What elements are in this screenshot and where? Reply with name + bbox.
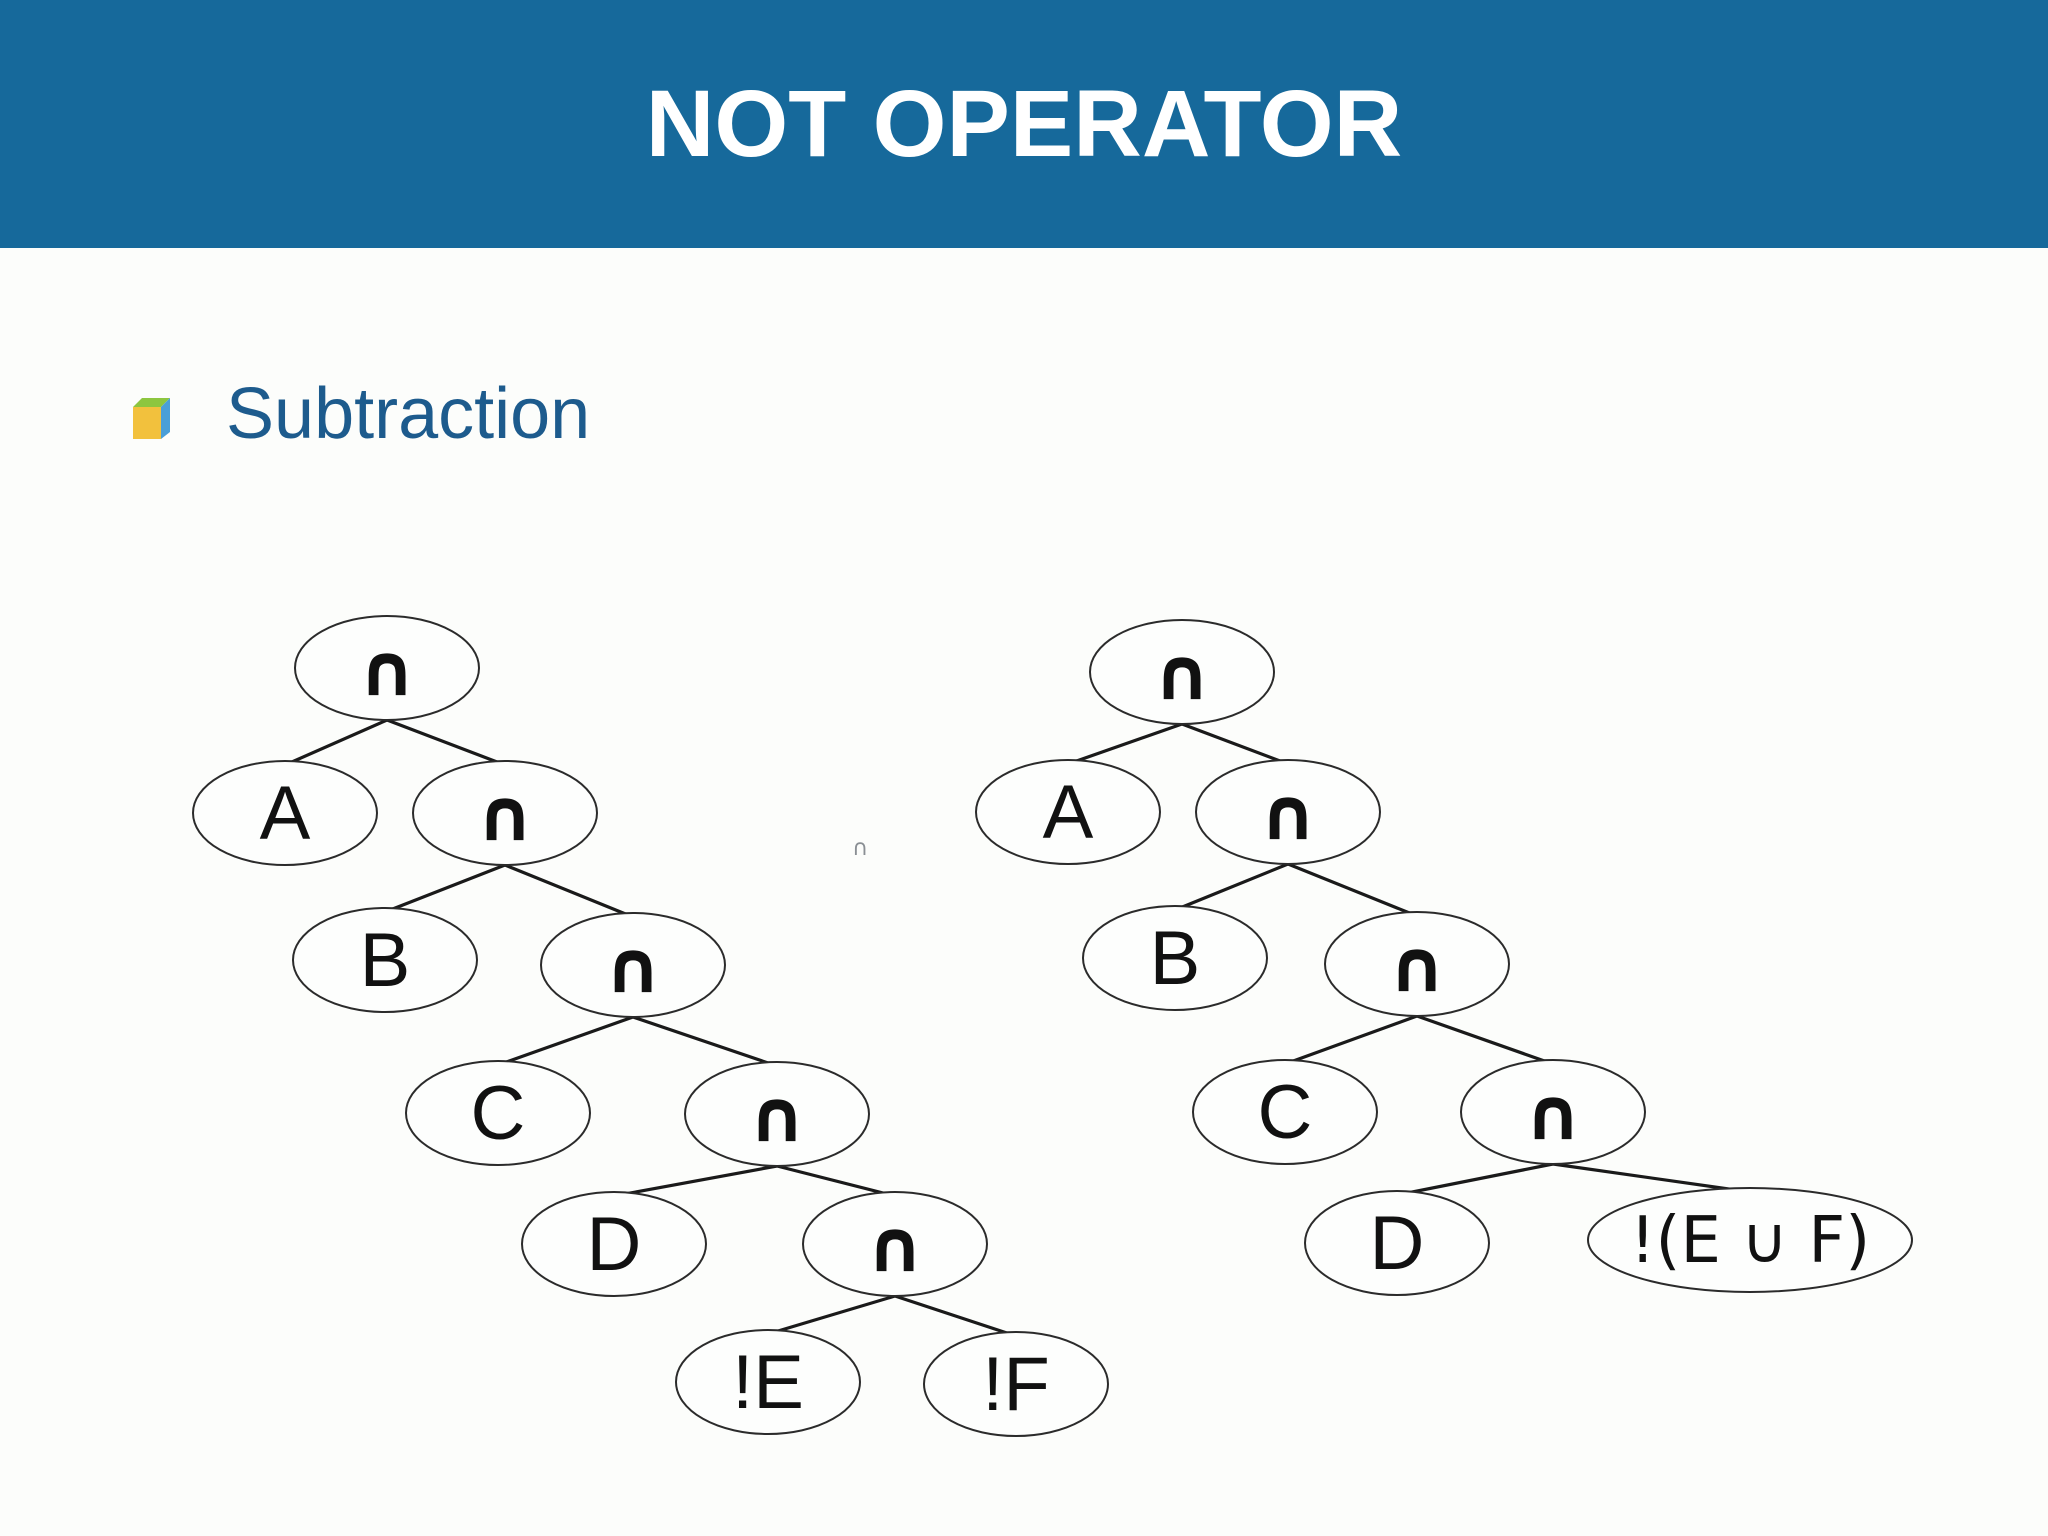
bullet-label: Subtraction — [226, 374, 591, 454]
tree-node-label: C — [1258, 1070, 1313, 1155]
tree-node-label: A — [260, 771, 311, 856]
tree-node — [1082, 905, 1268, 1011]
tree-node-label: B — [360, 918, 411, 1003]
tree-node-label: !(E ∪ F) — [1630, 1204, 1870, 1278]
tree-edge — [504, 863, 634, 919]
tree-node — [1089, 619, 1275, 725]
tree-node-label: A — [1043, 770, 1094, 855]
tree-node — [294, 615, 480, 721]
tree-edge — [384, 863, 506, 914]
tree-edge — [386, 718, 506, 767]
tree-node — [412, 760, 598, 866]
tree-node — [1460, 1059, 1646, 1165]
tree-node-label: ∩ — [1153, 632, 1211, 716]
tree-edge — [894, 1294, 1017, 1338]
tree-edge — [1396, 1162, 1554, 1197]
tree-node — [923, 1331, 1109, 1437]
tree-node — [1192, 1059, 1378, 1165]
tree-node-label: D — [587, 1202, 642, 1287]
tree-node-label: ∩ — [358, 628, 416, 712]
tree-node-label: ∩ — [476, 773, 534, 857]
tree-node — [1587, 1187, 1913, 1293]
tree-node-label: !E — [732, 1340, 804, 1425]
slide-title: NOT OPERATOR — [645, 70, 1403, 177]
tree-node-label: ∩ — [1524, 1072, 1582, 1156]
tree-node-label: D — [1370, 1201, 1425, 1286]
tree-edge — [1067, 722, 1183, 766]
tree-edge — [1284, 1014, 1418, 1066]
tree-node — [675, 1329, 861, 1435]
tree-node-label: ∩ — [1259, 772, 1317, 856]
tree-edge — [776, 1164, 896, 1198]
tree-node — [192, 760, 378, 866]
tree-node — [975, 759, 1161, 865]
tree-node-label: C — [471, 1071, 526, 1156]
title-banner: NOT OPERATOR — [0, 0, 2048, 248]
tree-edge — [613, 1164, 778, 1198]
tree-node — [1304, 1190, 1490, 1296]
tree-edge — [284, 718, 388, 767]
tree-node — [540, 912, 726, 1018]
tree-node-label: ∩ — [604, 925, 662, 1009]
tree-node-label: ∩ — [866, 1204, 924, 1288]
subtraction-tree-with-grouped-not: ∩ A ∩ B ∩ C ∩ D !(E ∪ F) — [975, 619, 1913, 1296]
tree-edge — [497, 1015, 634, 1067]
tree-edge — [632, 1015, 778, 1068]
tree-node — [292, 907, 478, 1013]
subtraction-tree-with-not-leaves: ∩ A ∩ B ∩ C ∩ D ∩ !E !F — [192, 615, 1109, 1437]
tree-node-label: ∩ — [748, 1074, 806, 1158]
tree-node — [802, 1191, 988, 1297]
tree-edge — [1181, 722, 1289, 766]
tree-edge — [1174, 862, 1289, 912]
tree-node-label: B — [1150, 916, 1201, 1001]
tree-edge — [1416, 1014, 1554, 1066]
tree-edge — [767, 1294, 896, 1336]
tree-node — [684, 1061, 870, 1167]
tree-node-label: ∩ — [1388, 924, 1446, 1008]
tree-node-label: !F — [982, 1342, 1050, 1427]
tree-edge — [1287, 862, 1418, 918]
tree-node — [521, 1191, 707, 1297]
tree-node — [1324, 911, 1510, 1017]
cube-bullet-icon — [133, 398, 170, 439]
tree-edge — [1552, 1162, 1751, 1194]
faint-intersection-watermark: ∩ — [852, 836, 869, 861]
tree-node — [1195, 759, 1381, 865]
tree-node — [405, 1060, 591, 1166]
